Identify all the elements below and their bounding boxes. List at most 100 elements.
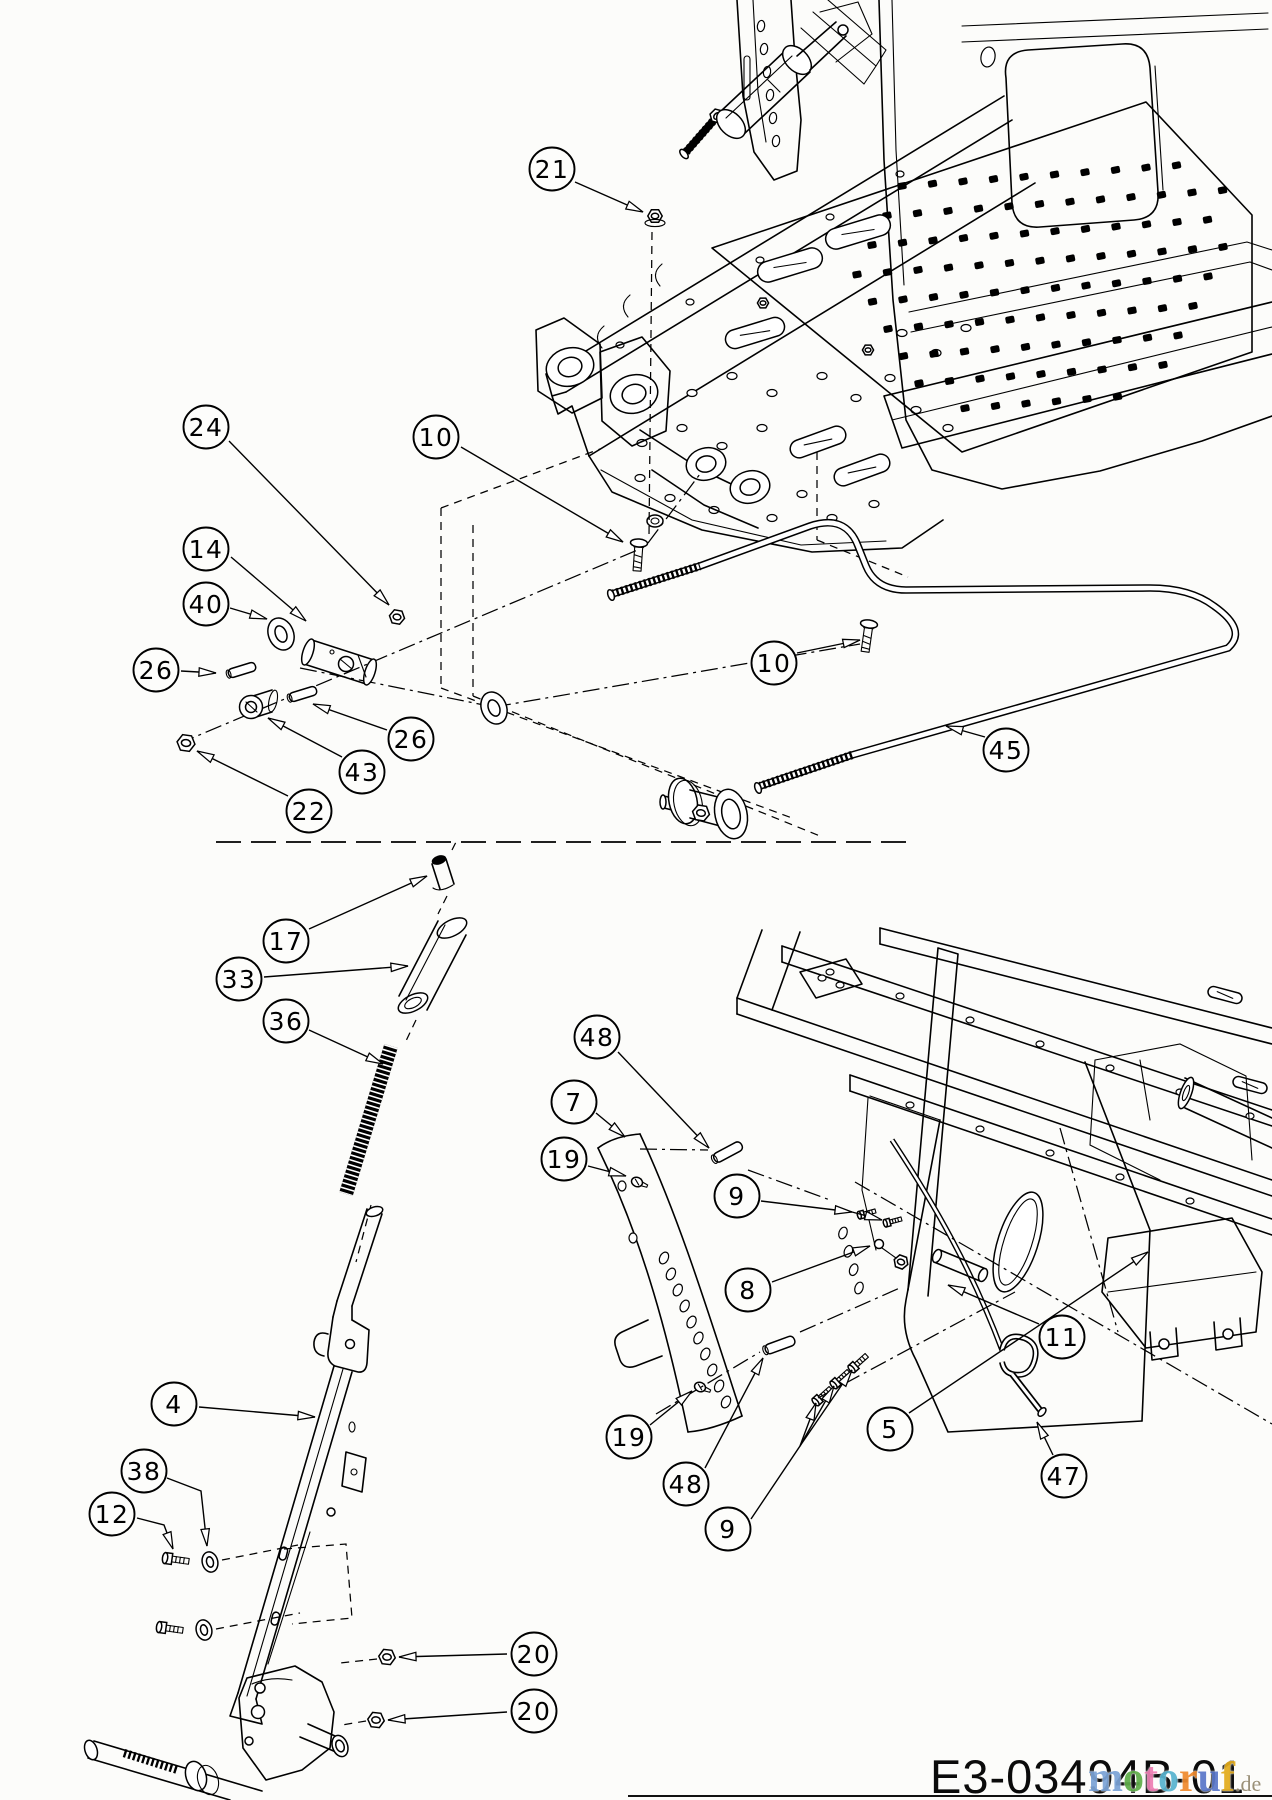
callout-number: 8 [739, 1276, 756, 1305]
lift-rod-45 [606, 523, 1235, 842]
callout-36: 36 [264, 1000, 384, 1065]
watermark-letter: r [1179, 1755, 1198, 1800]
callout-38: 38 [122, 1450, 210, 1547]
callout-43: 43 [268, 718, 385, 794]
watermark: motoruf.de [1088, 1754, 1261, 1800]
watermark-letter: f [1221, 1755, 1236, 1800]
callout-48: 48 [664, 1358, 764, 1506]
callout-circle [184, 583, 229, 626]
nut-24 [387, 608, 407, 626]
pin-48a [709, 1139, 745, 1166]
callout-number: 9 [719, 1515, 736, 1544]
watermark-letter: t [1144, 1755, 1158, 1800]
callout-number: 20 [517, 1697, 552, 1726]
callout-circle [984, 729, 1029, 772]
callout-number: 45 [989, 736, 1024, 765]
leader-arrowhead [1037, 1422, 1048, 1439]
leader-arrowhead [163, 1532, 173, 1549]
spring-36 [346, 1046, 391, 1194]
pin-48b [760, 1334, 797, 1357]
callout-9: 9 [715, 1175, 883, 1221]
bracket-5 [1102, 1218, 1262, 1360]
leader-arrowhead [606, 530, 623, 542]
bolt-lower [154, 1620, 185, 1637]
frame-bottom-view [598, 928, 1272, 1432]
callout-circle [264, 920, 309, 963]
bolt-38 [160, 1551, 191, 1568]
callout-21: 21 [530, 148, 644, 213]
callout-number: 43 [345, 758, 380, 787]
callout-circle [552, 1081, 597, 1124]
pivot-sleeve-14 [299, 638, 379, 687]
nut-22 [175, 733, 197, 753]
callout-12: 12 [90, 1493, 174, 1550]
callout-number: 48 [669, 1470, 704, 1499]
callout-17: 17 [264, 876, 428, 963]
callout-number: 5 [881, 1415, 898, 1444]
floor-holes [635, 325, 971, 522]
bolt-10b [855, 618, 879, 654]
callout-number: 12 [95, 1500, 130, 1529]
callout-number: 21 [535, 155, 570, 184]
washer-12a [199, 1549, 221, 1575]
leader-arrowhead [694, 1133, 709, 1148]
callout-number: 22 [292, 797, 327, 826]
leader-arrowhead [676, 1391, 692, 1405]
callout-40: 40 [184, 583, 268, 626]
callout-circle [1040, 1316, 1085, 1359]
bolt-9-5 [881, 1214, 904, 1228]
callout-number: 24 [189, 413, 224, 442]
callout-number: 38 [127, 1457, 162, 1486]
leader-arrowhead [298, 1411, 315, 1419]
leader-arrowhead [197, 751, 214, 762]
lift-lever-4 [230, 1205, 384, 1724]
watermark-letter: o [1158, 1755, 1179, 1800]
flange-nut-21 [645, 209, 665, 227]
callout-circle [217, 958, 262, 1001]
callout-circle [90, 1493, 135, 1536]
leader-arrowhead [399, 1652, 416, 1660]
pivot-ears [536, 318, 773, 528]
callout-number: 48 [580, 1023, 615, 1052]
leader-arrowhead [201, 1529, 209, 1546]
callout-26: 26 [134, 649, 217, 692]
callout-circle [340, 751, 385, 794]
callout-number: 10 [757, 649, 792, 678]
lift-plate-8 [837, 1062, 1150, 1432]
pin-11 [931, 1248, 990, 1283]
callout-5: 5 [868, 1252, 1149, 1451]
leader-arrowhead [946, 726, 964, 735]
callout-26: 26 [313, 704, 434, 761]
pivot-tube [1090, 1044, 1272, 1180]
callout-circle [868, 1408, 913, 1451]
callout-22: 22 [197, 751, 332, 833]
callout-circle [607, 1416, 652, 1459]
callout-number: 40 [189, 590, 224, 619]
leader-arrowhead [864, 1212, 882, 1220]
leader-arrowhead [835, 1206, 852, 1214]
washer-40 [262, 613, 300, 655]
drawing-number: E3-03494B-01 [930, 1750, 1246, 1800]
leader-arrowhead [751, 1358, 763, 1375]
callout-number: 26 [394, 725, 429, 754]
callout-circle [706, 1508, 751, 1551]
callout-circle [287, 790, 332, 833]
leader-arrowhead [843, 639, 860, 647]
callout-circle [752, 642, 797, 685]
footplate-perforation [852, 161, 1228, 413]
callout-19: 19 [607, 1391, 693, 1459]
pin-17 [430, 855, 454, 890]
callout-8: 8 [726, 1246, 871, 1312]
nut-20a [377, 1648, 397, 1666]
leader-arrowhead [268, 718, 285, 730]
leader-arrowhead [853, 1246, 870, 1256]
callout-circle [1042, 1455, 1087, 1498]
leader-arrowhead [250, 610, 267, 619]
callout-circle [134, 649, 179, 692]
callout-circle [512, 1690, 557, 1733]
watermark-letter: .de [1235, 1771, 1262, 1796]
bolt-10a [627, 537, 649, 573]
callout-circle [530, 148, 575, 191]
leader-arrowhead [626, 201, 643, 212]
